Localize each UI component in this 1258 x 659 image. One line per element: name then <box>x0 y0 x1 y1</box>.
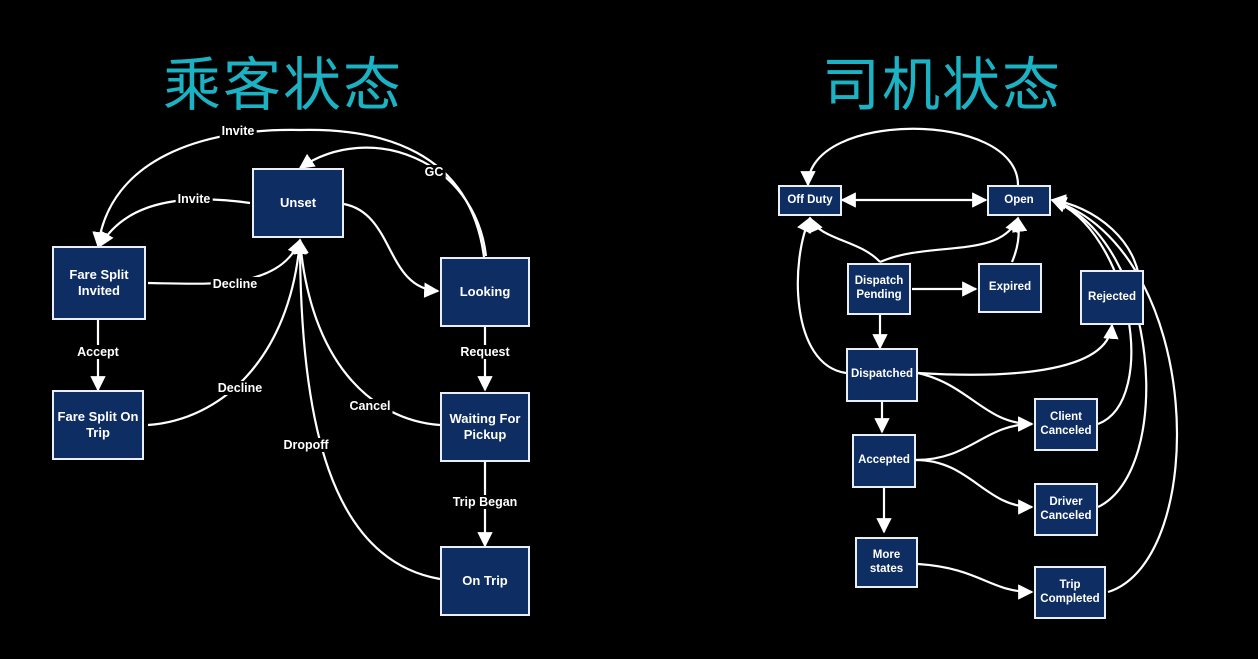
state-on-trip[interactable]: On Trip <box>440 546 530 616</box>
edge-dropoff <box>292 238 441 581</box>
edge-dispatched-rejected <box>917 323 1119 376</box>
edge-more-trip <box>917 562 1034 600</box>
state-waiting-for-pickup[interactable]: Waiting For Pickup <box>440 392 530 462</box>
label-invite-top: Invite <box>219 124 257 138</box>
edge-dispatched-client <box>917 371 1034 432</box>
state-rejected[interactable]: Rejected <box>1080 270 1144 325</box>
label-decline-1: Decline <box>210 277 260 291</box>
edge-accepted-driver <box>915 458 1034 515</box>
edge-invite-top <box>92 128 486 258</box>
label-dropoff: Dropoff <box>281 438 331 452</box>
state-expired[interactable]: Expired <box>978 263 1042 313</box>
edge-invite-mid <box>99 198 251 248</box>
passenger-states-title: 乘客状态 <box>163 51 404 119</box>
state-fare-split-on-trip[interactable]: Fare Split On Trip <box>52 390 144 460</box>
label-cancel: Cancel <box>347 399 393 413</box>
label-decline-2: Decline <box>215 381 265 395</box>
state-driver-canceled[interactable]: Driver Canceled <box>1034 483 1098 536</box>
state-dispatched[interactable]: Dispatched <box>846 348 918 402</box>
edge-driver-open <box>1050 197 1148 508</box>
state-unset[interactable]: Unset <box>252 168 344 238</box>
edge-pending-offduty <box>808 216 881 263</box>
state-dispatch-pending[interactable]: Dispatch Pending <box>847 263 911 315</box>
state-open[interactable]: Open <box>987 185 1051 216</box>
edge-cancel <box>293 238 441 427</box>
state-accepted[interactable]: Accepted <box>852 434 916 488</box>
edge-pending-open <box>879 216 1020 264</box>
edge-unset-looking <box>343 202 440 298</box>
state-more-states[interactable]: More states <box>855 537 918 588</box>
state-off-duty[interactable]: Off Duty <box>778 185 842 216</box>
edge-open-offduty-loop <box>800 127 1020 187</box>
edge-gc <box>298 146 488 257</box>
label-invite-mid: Invite <box>175 192 213 206</box>
driver-states-title: 司机状态 <box>822 51 1063 119</box>
edge-trip-open <box>1050 197 1179 594</box>
label-request: Request <box>458 345 512 359</box>
edge-accepted-client <box>915 416 1034 462</box>
state-client-canceled[interactable]: Client Canceled <box>1034 398 1098 451</box>
label-trip-began: Trip Began <box>450 495 520 509</box>
state-looking[interactable]: Looking <box>440 257 530 327</box>
edge-dispatched-offduty <box>796 216 847 375</box>
label-gc: GC <box>422 165 446 179</box>
edge-decline-2 <box>147 238 307 427</box>
state-trip-completed[interactable]: Trip Completed <box>1034 566 1106 619</box>
state-fare-split-invited[interactable]: Fare Split Invited <box>52 246 146 320</box>
label-accept: Accept <box>75 345 121 359</box>
edge-expired-open <box>1010 216 1028 263</box>
